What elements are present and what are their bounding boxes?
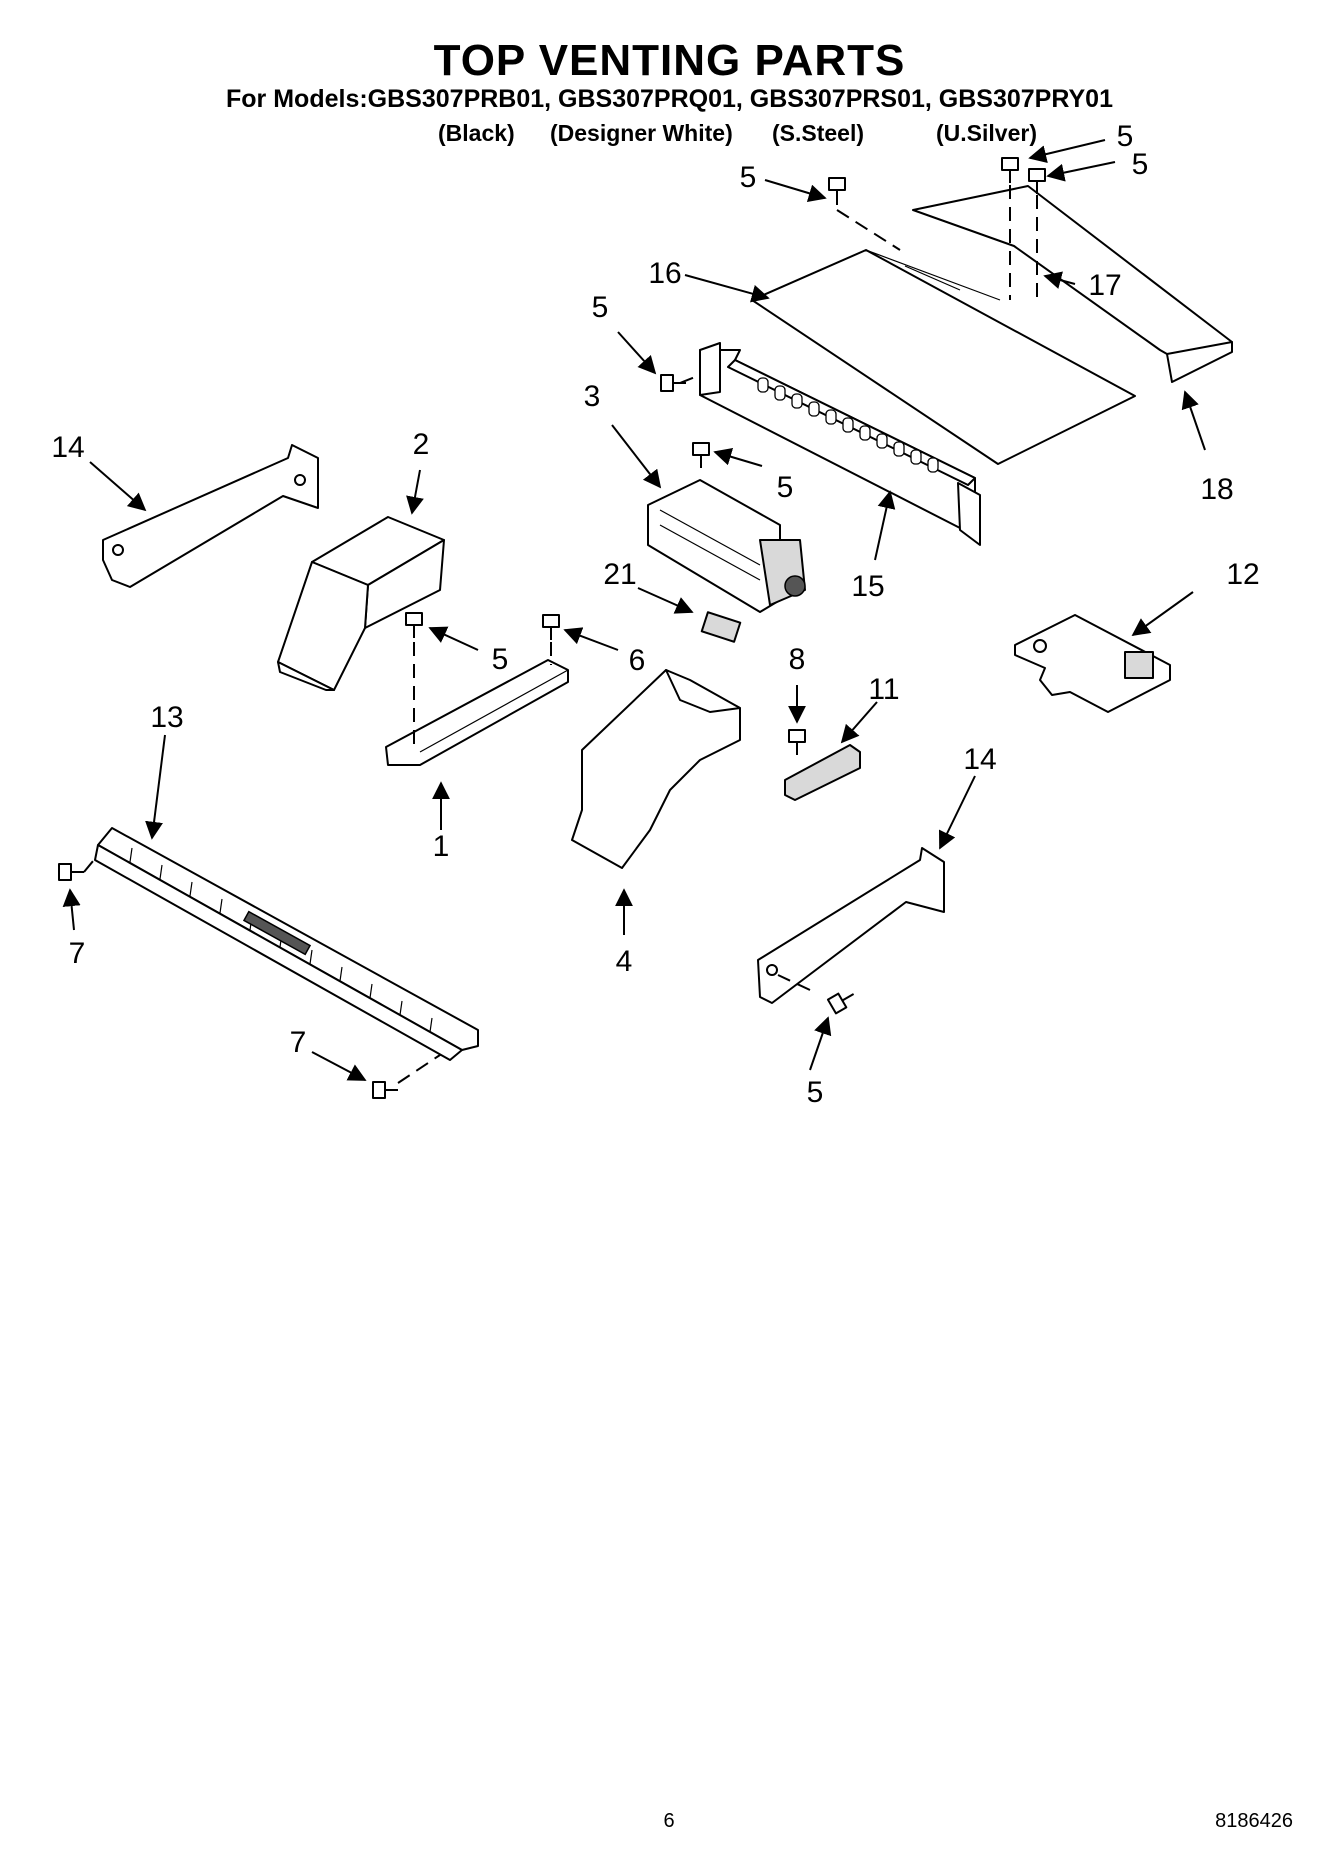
callout-14-left: 14 xyxy=(51,431,85,464)
part-1-channel xyxy=(385,659,569,766)
part-18-vent-panel xyxy=(912,185,1233,383)
callout-12: 12 xyxy=(1226,558,1260,591)
callout-5-switch: 5 xyxy=(776,471,794,504)
callout-8: 8 xyxy=(788,643,806,676)
callout-15: 15 xyxy=(851,570,885,603)
variant-designer-white: (Designer White) xyxy=(550,120,733,146)
callout-1: 1 xyxy=(432,830,450,863)
document-number: 8186426 xyxy=(1215,1810,1293,1832)
models-line: For Models:GBS307PRB01, GBS307PRQ01, GBS… xyxy=(226,85,1113,113)
part-14-right-bracket xyxy=(757,847,945,1004)
part-14-left-bracket xyxy=(102,444,319,588)
callout-5-top-right-b: 5 xyxy=(1131,148,1149,181)
page-number: 6 xyxy=(663,1810,675,1832)
callout-18: 18 xyxy=(1200,473,1234,506)
part-15-perforated-channel xyxy=(699,342,981,546)
callout-2: 2 xyxy=(412,428,430,461)
callout-5-bottom: 5 xyxy=(806,1076,824,1109)
callout-17: 17 xyxy=(1088,269,1122,302)
callout-5-top-left: 5 xyxy=(739,161,757,194)
part-16-duct-plate xyxy=(751,249,1136,465)
part-4-deflector xyxy=(571,669,741,869)
callout-4: 4 xyxy=(615,945,633,978)
callout-7-bottom: 7 xyxy=(289,1026,307,1059)
callout-21: 21 xyxy=(603,558,637,591)
callout-5-duct: 5 xyxy=(491,643,509,676)
variant-black: (Black) xyxy=(438,120,515,146)
part-12-bracket-plate xyxy=(1014,614,1171,713)
callout-5-top-right-a: 5 xyxy=(1116,120,1134,153)
part-11-terminal-block xyxy=(784,744,861,801)
callout-3: 3 xyxy=(583,380,601,413)
callout-6: 6 xyxy=(628,644,646,677)
callout-5-mid: 5 xyxy=(591,291,609,324)
variant-stainless-steel: (S.Steel) xyxy=(772,120,865,146)
variant-universal-silver: (U.Silver) xyxy=(936,120,1037,146)
part-21-block xyxy=(700,611,742,643)
screws xyxy=(58,157,1046,1099)
callout-7-left: 7 xyxy=(68,937,86,970)
callout-14-right: 14 xyxy=(963,743,997,776)
part-3-switch-assembly xyxy=(647,479,806,613)
part-2-duct-elbow xyxy=(277,516,445,691)
assembly-lines xyxy=(83,185,1038,1084)
callout-16: 16 xyxy=(648,257,682,290)
callout-11: 11 xyxy=(868,673,900,706)
page-title: TOP VENTING PARTS xyxy=(433,36,906,85)
part-13-rail xyxy=(94,827,479,1061)
callout-13: 13 xyxy=(150,701,184,734)
leader-arrows xyxy=(62,139,1206,1081)
